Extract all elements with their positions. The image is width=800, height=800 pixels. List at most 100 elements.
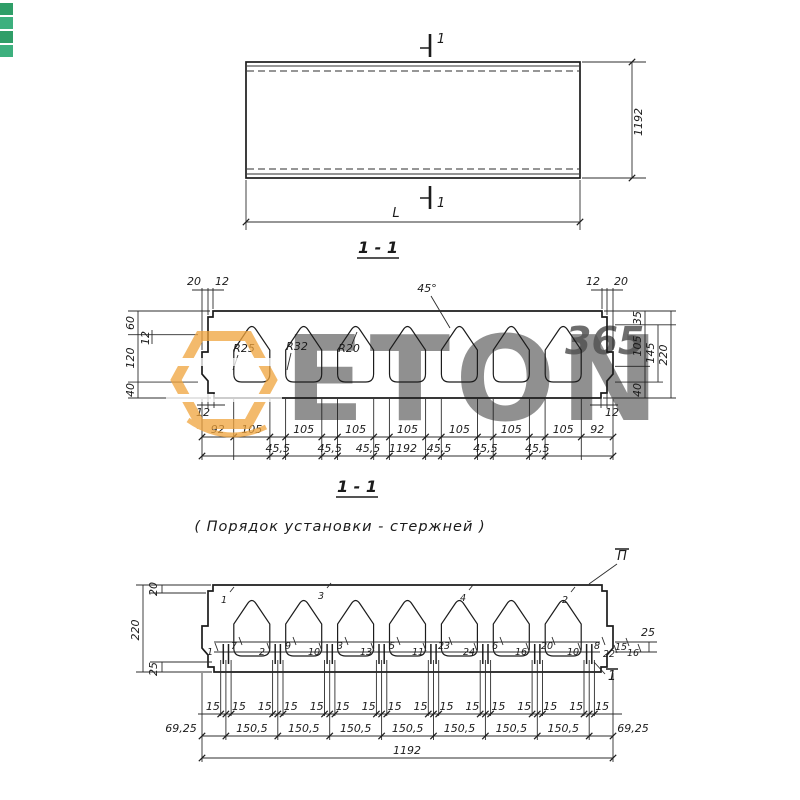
dim-tick bbox=[333, 433, 342, 441]
dim-tick bbox=[274, 710, 282, 718]
dim-tick bbox=[326, 732, 334, 740]
dim-label: 150,5 bbox=[496, 722, 528, 735]
dim-label: 45,5 bbox=[356, 442, 381, 455]
drawing-line bbox=[468, 584, 474, 591]
dim-label: 12 bbox=[586, 275, 600, 288]
dim-tick bbox=[377, 710, 386, 718]
dim-tick bbox=[421, 433, 430, 441]
dim-label: 150,5 bbox=[548, 722, 580, 735]
slab-section-outline bbox=[201, 310, 614, 399]
dim-label: 150,5 bbox=[288, 722, 320, 735]
hollow-core-void bbox=[544, 325, 582, 383]
dim-tick bbox=[274, 732, 282, 740]
hollow-core-void bbox=[285, 325, 323, 383]
dim-tick bbox=[525, 452, 534, 460]
dim-tick bbox=[198, 754, 206, 762]
section-mark-label: 1 bbox=[437, 196, 445, 211]
dim-label: 105 bbox=[631, 336, 644, 357]
dim-tick bbox=[198, 452, 206, 460]
dim-tick bbox=[435, 710, 443, 718]
hollow-core-void bbox=[337, 325, 375, 383]
drawing-line bbox=[266, 642, 271, 652]
dim-tick bbox=[628, 174, 636, 182]
dim-label: 1 bbox=[207, 647, 213, 658]
slab-plan-outline bbox=[245, 61, 581, 179]
watermark-badge-text: 365 bbox=[565, 319, 644, 363]
dim-label: 20 bbox=[541, 641, 553, 652]
dim-tick bbox=[281, 452, 290, 460]
dim-tick bbox=[489, 452, 497, 460]
dim-tick bbox=[227, 710, 235, 718]
dim-label: 40 bbox=[631, 383, 644, 397]
leader-line bbox=[593, 661, 606, 675]
radius-label: R32 bbox=[286, 340, 308, 353]
dim-label: 150,5 bbox=[236, 722, 268, 735]
dim-tick bbox=[476, 710, 484, 718]
dim-label: 45,5 bbox=[525, 442, 550, 455]
dim-label: 69,25 bbox=[165, 722, 197, 735]
dim-label-1192: 1192 bbox=[632, 108, 645, 136]
dim-tick bbox=[429, 732, 438, 740]
dim-tick bbox=[437, 433, 445, 441]
drawing-line bbox=[625, 637, 630, 647]
dim-label: 35 bbox=[631, 311, 644, 325]
dim-tick bbox=[437, 452, 445, 460]
section-title: 1 - 1 bbox=[358, 238, 398, 257]
dim-tick bbox=[609, 732, 617, 740]
dim-tick bbox=[528, 710, 536, 718]
dim-tick bbox=[580, 710, 588, 718]
watermark-swoosh bbox=[186, 417, 268, 438]
dim-label: 3 bbox=[318, 591, 324, 602]
dim-tick bbox=[533, 732, 541, 740]
drawing-line bbox=[229, 586, 235, 593]
dim-tick bbox=[489, 433, 497, 441]
dim-tick bbox=[370, 433, 378, 441]
drawing-line bbox=[318, 642, 323, 652]
dim-tick bbox=[538, 710, 547, 718]
dim-label: 15 bbox=[232, 700, 246, 713]
dim-tick bbox=[333, 452, 342, 460]
dim-tick bbox=[421, 452, 430, 460]
watermark: ETON 365 bbox=[166, 310, 659, 448]
dim-label: 10 bbox=[308, 647, 320, 658]
hollow-core-void bbox=[388, 325, 427, 383]
dim-label: 15 bbox=[440, 700, 454, 713]
dim-tick bbox=[268, 710, 277, 718]
dim-tick bbox=[370, 452, 378, 460]
drawing-line bbox=[326, 582, 332, 589]
dim-label: 20 bbox=[147, 582, 160, 596]
dim-tick bbox=[318, 452, 326, 460]
dim-label: 15 bbox=[615, 642, 627, 653]
dim-tick bbox=[266, 452, 274, 460]
drawing-line bbox=[499, 636, 504, 646]
drawing-line bbox=[370, 642, 375, 652]
dim-tick bbox=[372, 710, 381, 718]
dim-label-length: L bbox=[392, 206, 399, 221]
dim-label: 13 bbox=[360, 647, 372, 658]
dim-label: 12 bbox=[215, 275, 229, 288]
dim-label: 150,5 bbox=[392, 722, 424, 735]
dim-tick bbox=[217, 710, 225, 718]
dim-label: 15 bbox=[569, 700, 583, 713]
dim-label: 15 bbox=[336, 700, 350, 713]
edge-artifact bbox=[0, 3, 13, 15]
dim-tick bbox=[609, 754, 617, 762]
dim-tick bbox=[590, 710, 599, 718]
dim-label: 12 bbox=[139, 331, 152, 345]
dim-label: 15 bbox=[310, 700, 324, 713]
dim-tick bbox=[473, 433, 482, 441]
dim-label: 22 bbox=[603, 649, 615, 660]
dim-tick bbox=[609, 433, 617, 441]
plan-view: 1 1 1192 L bbox=[242, 32, 646, 230]
edge-artifact bbox=[0, 17, 13, 29]
edge-artifact bbox=[0, 45, 13, 57]
dim-tick bbox=[481, 732, 490, 740]
dim-tick bbox=[473, 452, 482, 460]
dim-label: 105 bbox=[553, 423, 574, 436]
dim-label-total: 1192 bbox=[393, 744, 421, 757]
dim-label: 7 bbox=[231, 641, 237, 652]
dim-tick bbox=[198, 732, 206, 740]
dim-tick bbox=[533, 710, 541, 718]
dim-tick bbox=[318, 433, 326, 441]
